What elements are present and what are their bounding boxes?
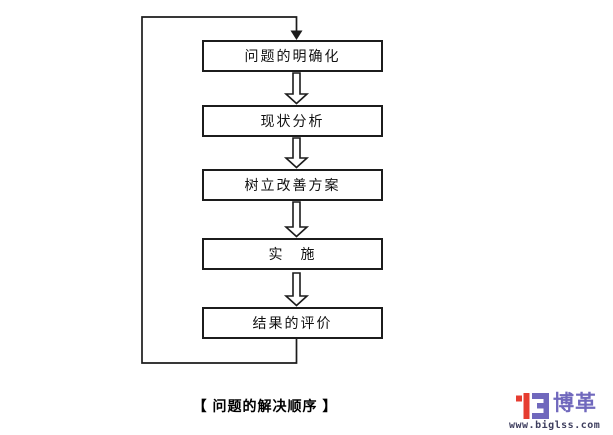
feedback-loop-line [141,16,298,364]
diagram-caption: 【 问题的解决顺序 】 [192,398,338,414]
brand-url: www.biglss.com [509,420,601,431]
hollow-arrow-4 [283,272,310,307]
biglss-logo-icon [516,393,549,419]
hollow-arrow-1 [283,72,310,105]
hollow-arrow-3 [283,201,310,238]
brand-name: 博革 [553,392,597,415]
flow-step-implementation: 实 施 [202,238,383,270]
solid-down-arrowhead [290,30,303,40]
flow-step-current-state-analysis: 现状分析 [202,105,383,137]
flow-step-establish-improvement-plan: 树立改善方案 [202,169,383,201]
flow-step-result-evaluation: 结果的评价 [202,307,383,339]
brand-logo: 博革 www.biglss.com [509,390,611,431]
hollow-arrow-2 [283,137,310,169]
flow-step-problem-clarification: 问题的明确化 [202,40,383,72]
